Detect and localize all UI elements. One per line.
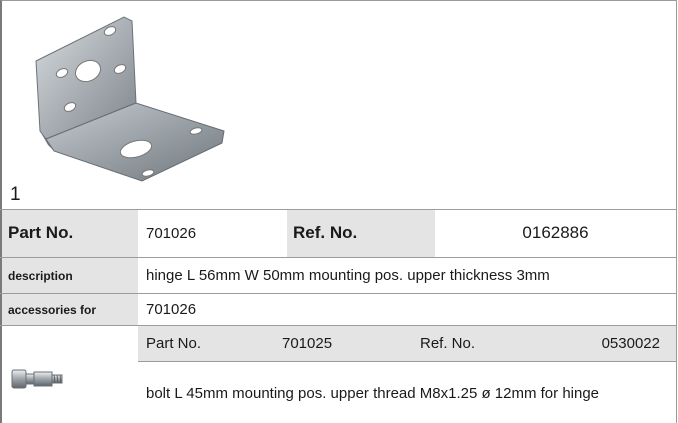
accessory-ref-no-value: 0530022 bbox=[601, 335, 660, 352]
divider bbox=[0, 257, 676, 258]
part-no-value: 701026 bbox=[146, 225, 197, 242]
divider bbox=[0, 209, 676, 210]
accessories-value: 701026 bbox=[146, 301, 197, 318]
accessories-label: accessories for bbox=[8, 303, 97, 317]
label-cell bbox=[287, 210, 435, 257]
image-index: 1 bbox=[10, 184, 21, 205]
hinge-bracket-image bbox=[35, 16, 225, 182]
accessory-part-no-label: Part No. bbox=[146, 335, 202, 352]
label-cell bbox=[2, 258, 138, 293]
accessory-row: Part No. 701025 Ref. No. 0530022 bolt L … bbox=[2, 326, 676, 423]
description-row: description hinge L 56mm W 50mm mounting… bbox=[2, 258, 676, 293]
accessories-row: accessories for 701026 bbox=[2, 294, 676, 325]
part-no-label: Part No. bbox=[8, 223, 74, 242]
description-label: description bbox=[8, 269, 73, 283]
bolt-image bbox=[11, 369, 63, 389]
ref-no-value: 0162886 bbox=[522, 223, 589, 242]
accessory-header bbox=[138, 326, 676, 361]
accessory-part-no-value: 701025 bbox=[282, 335, 333, 352]
divider bbox=[0, 293, 676, 294]
product-image-area: 1 bbox=[2, 1, 676, 209]
part-row: Part No. 701026 Ref. No. 0162886 bbox=[2, 210, 676, 257]
label-cell bbox=[2, 294, 138, 325]
label-cell bbox=[2, 210, 138, 257]
description-value: hinge L 56mm W 50mm mounting pos. upper … bbox=[146, 267, 550, 284]
divider bbox=[138, 361, 676, 362]
accessory-ref-no-label: Ref. No. bbox=[420, 335, 476, 352]
ref-no-label: Ref. No. bbox=[293, 223, 358, 242]
accessory-description: bolt L 45mm mounting pos. upper thread M… bbox=[146, 385, 600, 402]
divider bbox=[0, 325, 676, 326]
